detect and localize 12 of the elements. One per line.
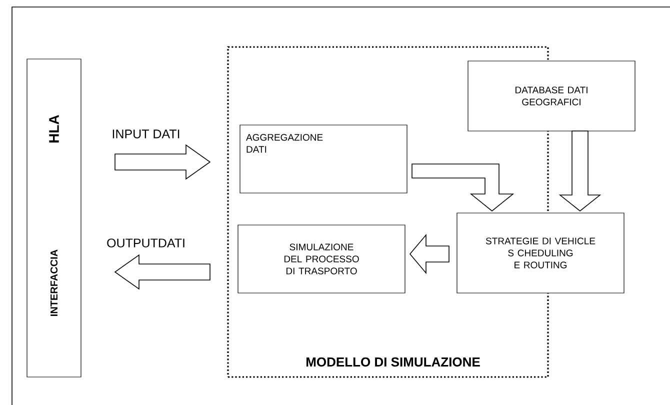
block-arrow xyxy=(412,164,514,212)
process-box: SIMULAZIONE DEL PROCESSO DI TRASPORTO xyxy=(238,224,406,294)
process-box: AGGREGAZIONE DATI xyxy=(240,124,408,194)
block-arrow xyxy=(114,254,210,290)
process-box: DATABASE DATI GEOGRAFICI xyxy=(468,60,636,132)
interface-box: INTERFACCIA HLA xyxy=(26,58,82,378)
block-arrow xyxy=(114,144,211,180)
process-box: STRATEGIE DI VEHICLE S CHEDULING E ROUTING xyxy=(456,212,624,294)
edge-label: OUTPUTDATI xyxy=(107,238,184,248)
block-arrow xyxy=(409,234,450,274)
edge-label: INPUT DATI xyxy=(112,130,180,138)
block-arrow xyxy=(558,130,602,212)
